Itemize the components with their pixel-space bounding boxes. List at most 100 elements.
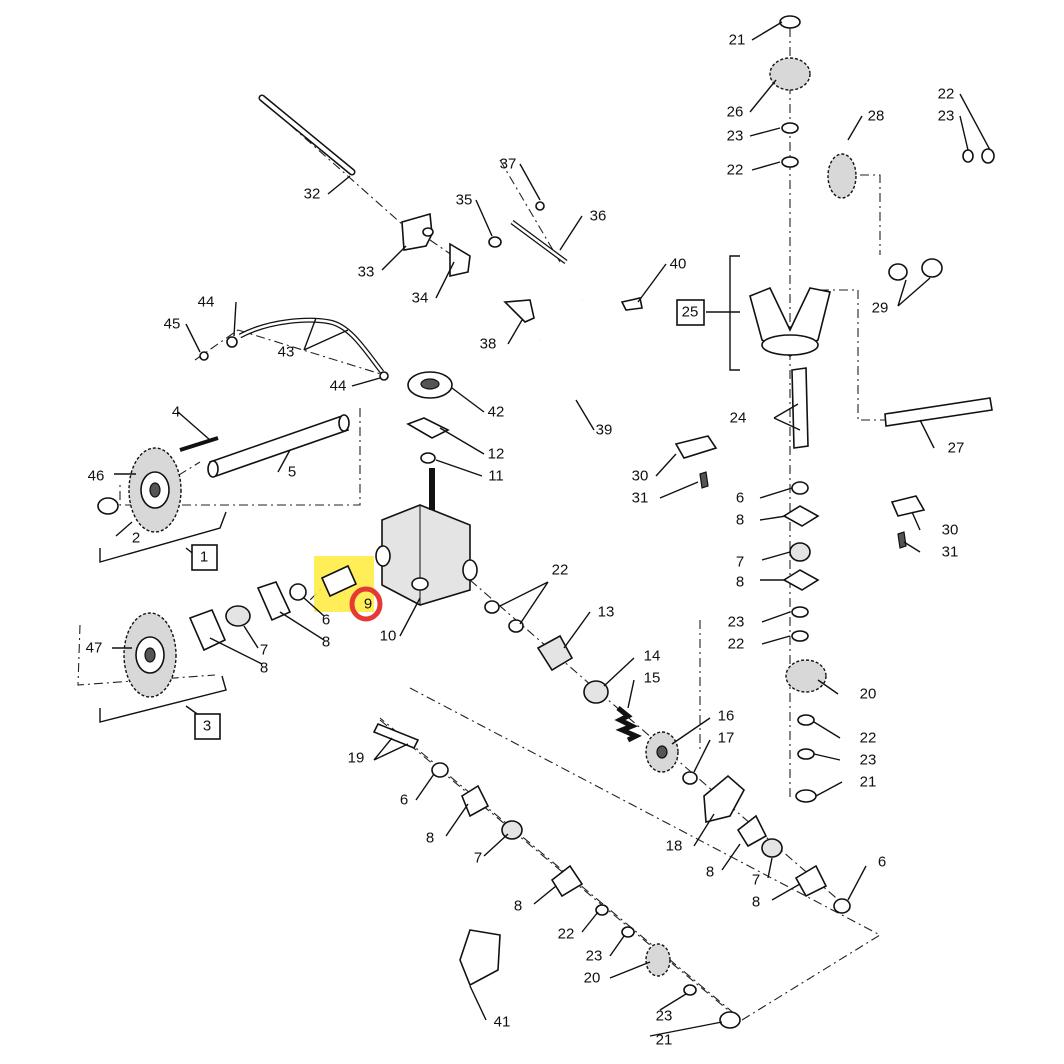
plate-30b bbox=[890, 495, 926, 517]
circle-9 bbox=[349, 586, 383, 622]
label-30: 30 bbox=[942, 522, 959, 539]
label-21: 21 bbox=[656, 1032, 673, 1049]
label-30: 30 bbox=[632, 468, 649, 485]
label-6: 6 bbox=[400, 792, 408, 809]
label-14: 14 bbox=[644, 648, 661, 665]
handle-39 bbox=[539, 299, 613, 393]
nut-35 bbox=[488, 236, 502, 248]
label-8: 8 bbox=[322, 634, 330, 651]
shaft-27 bbox=[884, 397, 993, 427]
label-6: 6 bbox=[322, 612, 330, 629]
bolt-37 bbox=[535, 201, 545, 211]
label-22: 22 bbox=[860, 730, 877, 747]
box-25 bbox=[676, 299, 705, 326]
label-19: 19 bbox=[348, 750, 365, 767]
label-22: 22 bbox=[552, 562, 569, 579]
label-45: 45 bbox=[164, 316, 181, 333]
label-1: 1 bbox=[200, 549, 208, 566]
label-5: 5 bbox=[288, 464, 296, 481]
label-8: 8 bbox=[736, 512, 744, 529]
bracket-33 bbox=[401, 212, 433, 251]
label-23: 23 bbox=[728, 614, 745, 631]
label-34: 34 bbox=[412, 290, 429, 307]
plate-30 bbox=[674, 435, 718, 459]
label-7: 7 bbox=[752, 872, 760, 889]
label-42: 42 bbox=[488, 404, 505, 421]
gear-26 bbox=[769, 57, 811, 91]
label-6: 6 bbox=[736, 490, 744, 507]
label-8: 8 bbox=[736, 574, 744, 591]
bushing-29b bbox=[921, 258, 943, 278]
label-12: 12 bbox=[488, 446, 505, 463]
label-18: 18 bbox=[666, 838, 683, 855]
gear-20 bbox=[785, 659, 827, 693]
label-10: 10 bbox=[380, 628, 397, 645]
box-1 bbox=[191, 544, 218, 571]
sprocket-20b bbox=[645, 943, 671, 977]
label-22: 22 bbox=[727, 162, 744, 179]
label-23: 23 bbox=[860, 752, 877, 769]
label-40: 40 bbox=[670, 256, 687, 273]
bracket-41 bbox=[459, 929, 501, 987]
label-3: 3 bbox=[203, 718, 211, 735]
label-20: 20 bbox=[584, 970, 601, 987]
label-23: 23 bbox=[586, 948, 603, 965]
label-2: 2 bbox=[132, 530, 140, 547]
label-16: 16 bbox=[718, 708, 735, 725]
label-36: 36 bbox=[590, 208, 607, 225]
spring-15 bbox=[614, 706, 642, 743]
label-23: 23 bbox=[938, 108, 955, 125]
shaft-24 bbox=[791, 367, 809, 449]
label-8: 8 bbox=[260, 660, 268, 677]
label-11: 11 bbox=[488, 468, 504, 485]
label-27: 27 bbox=[948, 440, 965, 457]
label-43: 43 bbox=[278, 344, 295, 361]
label-23: 23 bbox=[727, 128, 744, 145]
label-31: 31 bbox=[632, 490, 649, 507]
label-46: 46 bbox=[88, 468, 105, 485]
bushing-13 bbox=[536, 634, 574, 672]
label-26: 26 bbox=[727, 104, 744, 121]
label-33: 33 bbox=[358, 264, 375, 281]
box-3 bbox=[194, 713, 221, 740]
label-20: 20 bbox=[860, 686, 877, 703]
flange-8 bbox=[256, 581, 292, 622]
bracket-18 bbox=[703, 774, 746, 824]
label-7: 7 bbox=[736, 554, 744, 571]
washer-11 bbox=[420, 452, 436, 464]
label-28: 28 bbox=[868, 108, 885, 125]
callout-labels: 21 26 23 22 28 22 23 29 32 37 35 36 33 3… bbox=[86, 32, 965, 1049]
center-lines bbox=[77, 28, 885, 1021]
gear-28 bbox=[827, 153, 857, 199]
boxed-label-frames bbox=[191, 299, 705, 740]
pin-19 bbox=[372, 722, 420, 750]
label-15: 15 bbox=[644, 670, 661, 687]
part-shapes bbox=[97, 15, 995, 1029]
coupling-9 bbox=[320, 564, 358, 598]
bushing-2 bbox=[97, 497, 119, 515]
label-38: 38 bbox=[480, 336, 497, 353]
label-7: 7 bbox=[474, 850, 482, 867]
plate-34 bbox=[449, 242, 471, 277]
label-13: 13 bbox=[598, 604, 615, 621]
bearing-14 bbox=[583, 680, 609, 704]
leader-lines bbox=[99, 21, 991, 1037]
label-44: 44 bbox=[330, 378, 347, 395]
bearing-7 bbox=[225, 605, 251, 627]
label-17: 17 bbox=[718, 730, 735, 747]
label-8: 8 bbox=[706, 864, 714, 881]
label-8: 8 bbox=[514, 898, 522, 915]
label-21: 21 bbox=[860, 774, 877, 791]
bushing-29a bbox=[888, 263, 908, 281]
shaft-5 bbox=[208, 414, 350, 478]
label-8: 8 bbox=[752, 894, 760, 911]
label-22: 22 bbox=[558, 926, 575, 943]
label-8: 8 bbox=[426, 830, 434, 847]
label-7: 7 bbox=[260, 642, 268, 659]
label-21: 21 bbox=[729, 32, 746, 49]
label-4: 4 bbox=[172, 404, 180, 421]
label-31: 31 bbox=[942, 544, 959, 561]
bearing-6 bbox=[289, 583, 307, 601]
bracket-38 bbox=[503, 299, 535, 323]
